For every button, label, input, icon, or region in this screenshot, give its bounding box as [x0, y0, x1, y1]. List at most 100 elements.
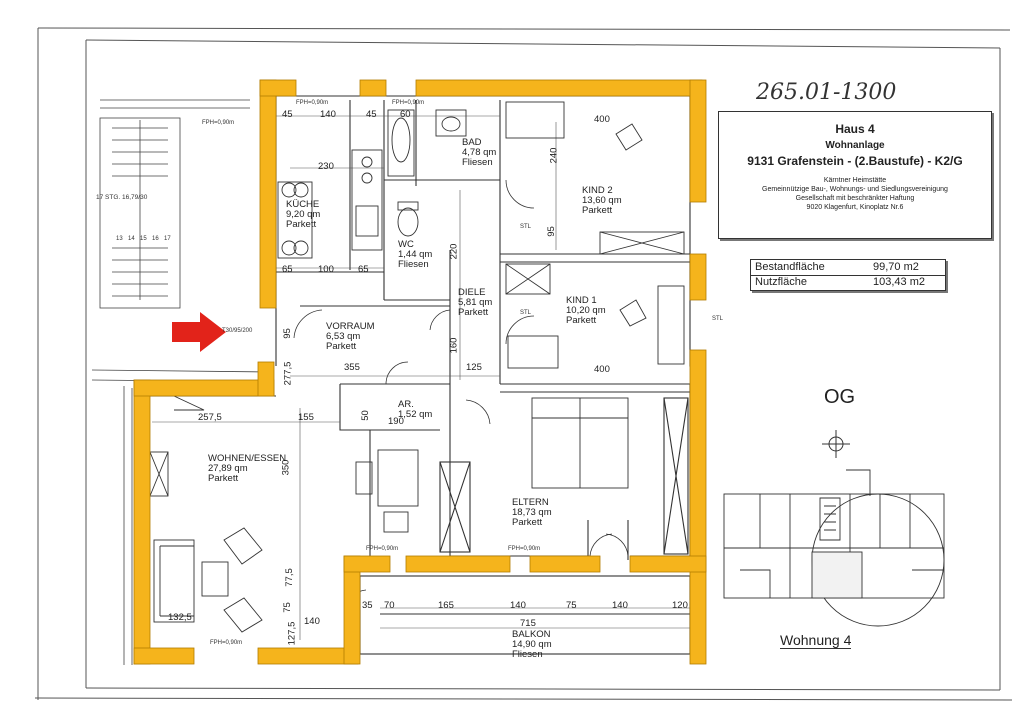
- dimension-label: 140: [304, 616, 320, 627]
- apartment-label: Wohnung 4: [780, 632, 852, 649]
- room-name: KIND 1: [566, 295, 597, 306]
- dimension-label: 400: [594, 364, 610, 375]
- dimension-label: 140: [612, 600, 628, 611]
- area-value: 99,70 m2: [873, 261, 919, 273]
- room-area: 9,20 qm: [286, 209, 321, 220]
- window-annotation: FPH=0,90m: [366, 546, 399, 552]
- room-name: AR.: [398, 399, 414, 410]
- handwritten-number: 265.01-1300: [756, 80, 897, 105]
- window-annotation: STL: [520, 310, 532, 316]
- window-annotation: FPH=0,90m: [202, 120, 235, 126]
- dimension-label: 132,5: [168, 612, 192, 623]
- dimension-label: 65: [358, 264, 369, 275]
- window-annotation: STL: [712, 316, 724, 322]
- room-area: 1,44 qm: [398, 249, 433, 260]
- room-area: 6,53 qm: [326, 331, 361, 342]
- area-row: Nutzfläche 103,43 m2: [751, 275, 945, 290]
- stair-step-number: 15: [140, 236, 147, 242]
- entrance-arrow: [172, 312, 226, 352]
- dimension-label: 400: [594, 114, 610, 125]
- room-area: 5,81 qm: [458, 297, 493, 308]
- dimension-label: 95: [545, 226, 557, 237]
- room-label-kitchen: KÜCHE 9,20 qm Parkett: [286, 200, 320, 230]
- title-address: 9131 Grafenstein - (2.Baustufe) - K2/G: [747, 154, 963, 168]
- floor-label: OG: [824, 386, 856, 408]
- company-line-3: Gesellschaft mit beschränkter Haftung: [795, 195, 915, 202]
- dimension-label: 220: [448, 243, 460, 260]
- window-annotation: FPH=0,90m: [296, 100, 329, 106]
- dimension-label: 75: [566, 600, 577, 611]
- room-name: DIELE: [458, 287, 486, 298]
- dimension-label: 35: [362, 600, 373, 611]
- company-line-2: Gemeinnützige Bau-, Wohnungs- und Siedlu…: [762, 186, 948, 193]
- room-label-hall: DIELE 5,81 qm Parkett: [458, 288, 492, 318]
- room-label-kid-2: KIND 2 13,60 qm Parkett: [582, 186, 622, 216]
- furniture: [149, 101, 685, 633]
- room-label-parents: ELTERN 18,73 qm Parkett: [512, 498, 552, 528]
- title-type: Wohnanlage: [825, 140, 885, 151]
- dimension-label: 65: [282, 264, 293, 275]
- stair-step-number: 14: [128, 236, 135, 242]
- title-house: Haus 4: [835, 122, 875, 136]
- stair-step-number: 17: [164, 236, 171, 242]
- dimension-label: 350: [280, 459, 292, 476]
- dimension-label: 257,5: [198, 412, 222, 423]
- room-floor: Fliesen: [462, 157, 493, 168]
- area-label: Bestandfläche: [755, 261, 825, 273]
- stair-step-number: 16: [152, 236, 159, 242]
- dimension-label: 190: [388, 416, 404, 427]
- dimension-label: 140: [510, 600, 526, 611]
- room-area: 14,90 qm: [512, 639, 552, 650]
- dimension-label: 45: [366, 109, 377, 120]
- room-name: KIND 2: [582, 185, 613, 196]
- dimension-label: 77,5: [283, 568, 295, 587]
- room-label-kid-1: KIND 1 10,20 qm Parkett: [566, 296, 606, 326]
- window-annotation: FPH=0,90m: [392, 100, 425, 106]
- area-summary: Bestandfläche 99,70 m2 Nutzfläche 103,43…: [750, 259, 946, 291]
- room-label-entry: VORRAUM 6,53 qm Parkett: [326, 322, 375, 352]
- room-area: 10,20 qm: [566, 305, 606, 316]
- dimension-label: 50: [359, 410, 371, 421]
- dimension-label: 75: [281, 602, 293, 613]
- room-area: 13,60 qm: [582, 195, 622, 206]
- orientation-symbol: [822, 430, 850, 458]
- dimension-label: 715: [520, 618, 536, 629]
- room-floor: Fliesen: [512, 649, 543, 660]
- dimension-label: 140: [320, 109, 336, 120]
- window-annotation: FPH=0,90m: [508, 546, 541, 552]
- dimension-label: 160: [448, 337, 460, 354]
- dimension-label: 60: [400, 109, 411, 120]
- room-area: 1,52 qm: [398, 409, 433, 420]
- area-label: Nutzfläche: [755, 276, 807, 288]
- door-annotation: T30/95/200: [222, 328, 253, 334]
- room-area: 27,89 qm: [208, 463, 248, 474]
- room-name: ELTERN: [512, 497, 549, 508]
- room-floor: Parkett: [326, 341, 357, 352]
- dimension-label: 100: [318, 264, 334, 275]
- room-floor: Parkett: [582, 205, 613, 216]
- room-area: 4,78 qm: [462, 147, 497, 158]
- room-floor: Parkett: [566, 315, 597, 326]
- dimension-label: 230: [318, 161, 334, 172]
- area-value: 103,43 m2: [873, 276, 925, 288]
- room-floor: Parkett: [208, 473, 239, 484]
- dimension-label: 95: [281, 328, 293, 339]
- room-floor: Parkett: [512, 517, 543, 528]
- exterior-walls: [133, 79, 707, 665]
- window-annotation: FPH=0,90m: [210, 640, 243, 646]
- room-label-living: WOHNEN/ESSEN 27,89 qm Parkett: [208, 454, 286, 484]
- sheet-border: [34, 27, 1013, 701]
- room-label-balcony: BALKON 14,90 qm Fliesen: [512, 630, 552, 660]
- room-floor: Fliesen: [398, 259, 429, 270]
- dimension-label: 355: [344, 362, 360, 373]
- room-name: KÜCHE: [286, 199, 320, 210]
- dimension-label: 155: [298, 412, 314, 423]
- room-floor: Parkett: [458, 307, 489, 318]
- site-key-plan: [723, 469, 945, 627]
- dimension-label: 277,5: [282, 361, 294, 386]
- window-annotation: STL: [520, 224, 532, 230]
- dimension-label: 45: [282, 109, 293, 120]
- room-name: BAD: [462, 137, 482, 148]
- stair-label: 17 STG. 16,79/30: [96, 194, 148, 201]
